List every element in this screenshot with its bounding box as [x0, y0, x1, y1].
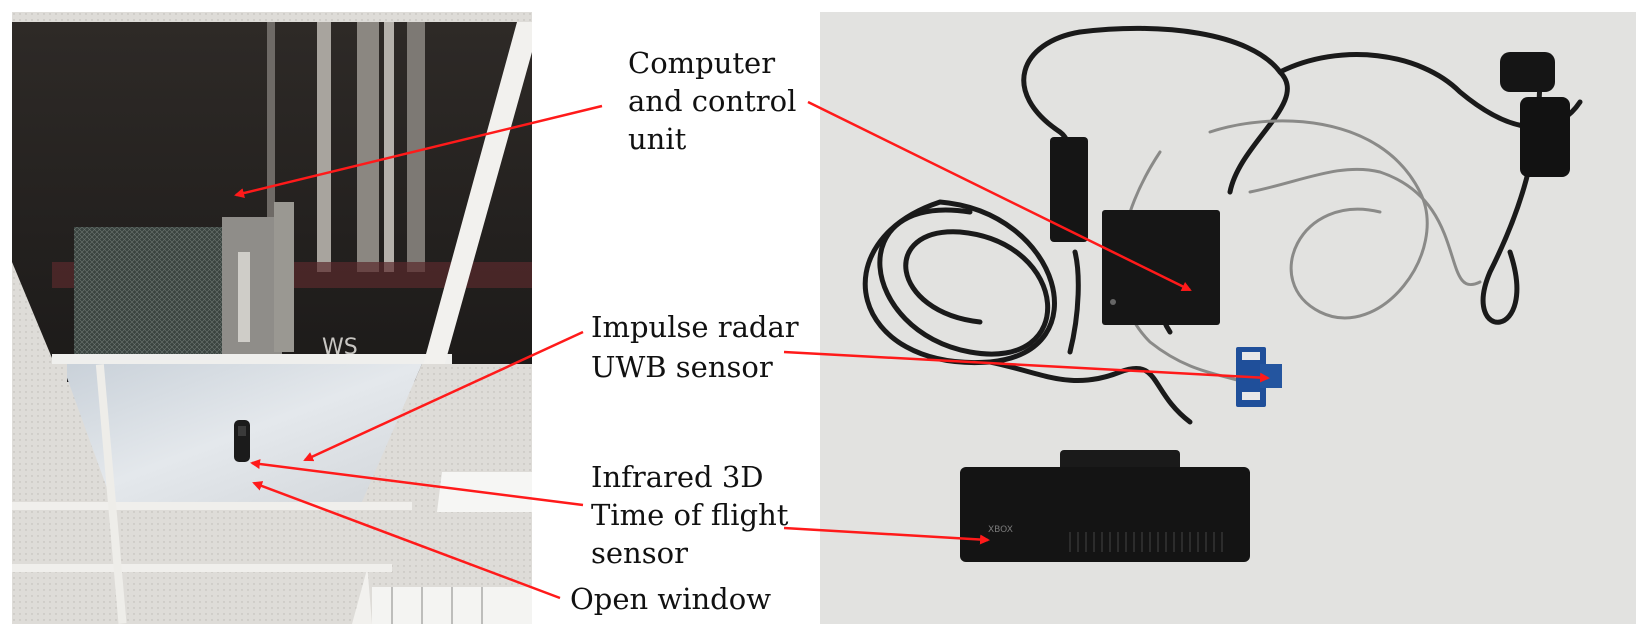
xbox-logo: XBOX — [988, 525, 1013, 535]
board-label — [1242, 352, 1260, 360]
plug-adapter — [1520, 97, 1570, 177]
label-tof-line3: sensor — [591, 536, 688, 570]
uwb-radar-board — [1260, 364, 1282, 388]
power-led — [1110, 299, 1116, 305]
board-label — [1242, 392, 1260, 400]
ceiling-light — [437, 472, 532, 512]
plug-adapter — [1500, 52, 1555, 92]
label-open-window: Open window — [570, 582, 772, 616]
tof-sensor-unit — [960, 467, 1250, 562]
pipe — [407, 22, 425, 272]
ceiling-grid-bar — [95, 364, 127, 624]
devices-photo: XBOX — [820, 12, 1636, 624]
label-tof-line2: Time of flight — [591, 498, 789, 532]
pipe — [317, 22, 331, 272]
sensor-stand — [1060, 450, 1180, 472]
sensor-grille — [1069, 532, 1223, 552]
ceiling-grid-bar — [12, 564, 392, 572]
devices-scene: XBOX — [820, 12, 1636, 624]
bracket-rail — [274, 202, 294, 352]
label-computer-line3: unit — [628, 122, 687, 156]
ceiling-photo: WS — [12, 12, 532, 624]
ceiling-scene: WS — [12, 12, 532, 624]
label-computer-line2: and control — [628, 84, 797, 118]
power-brick — [1050, 137, 1088, 242]
mounting-bracket — [222, 217, 282, 367]
label-computer-line1: Computer — [628, 46, 776, 80]
label-radar-line2: UWB sensor — [591, 350, 773, 384]
computer-control-unit — [1102, 210, 1220, 325]
label-radar-line1: Impulse radar — [591, 310, 799, 344]
label-tof-line1: Infrared 3D — [591, 460, 764, 494]
pipe — [357, 22, 379, 272]
pipe — [384, 22, 394, 272]
bracket-rail — [238, 252, 250, 342]
ceiling-grid-bar — [52, 354, 452, 364]
ceiling-tiles — [12, 364, 67, 624]
sensor-lens — [238, 426, 246, 436]
ceiling-grid-bar — [12, 502, 412, 510]
